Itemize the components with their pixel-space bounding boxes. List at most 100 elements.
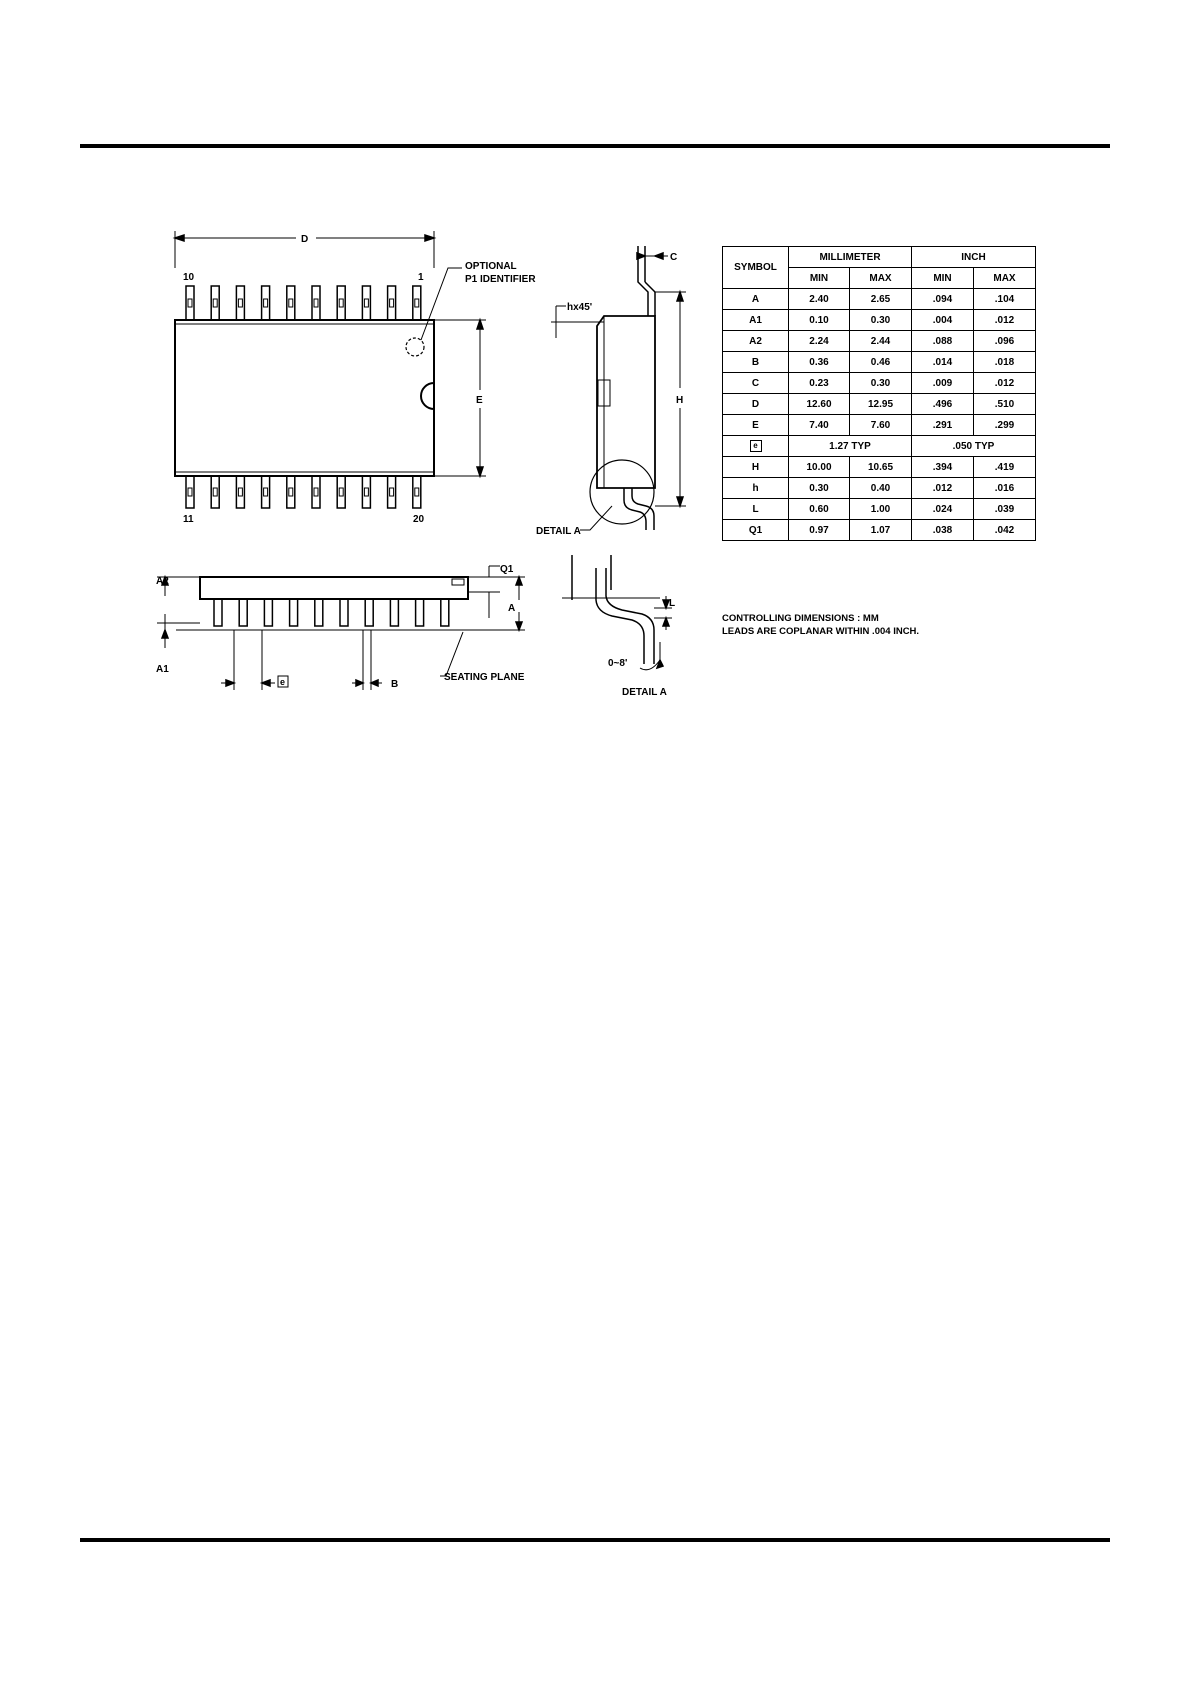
- upper-lead: [336, 285, 346, 321]
- end-view: [551, 246, 686, 531]
- upper-lead-window: [313, 298, 319, 308]
- header-in-max: MAX: [973, 267, 1036, 289]
- front-lead: [314, 598, 324, 627]
- upper-lead: [185, 285, 195, 321]
- detail-a-view: [562, 555, 672, 671]
- upper-lead-window: [212, 298, 218, 308]
- table-cell-sym: E: [722, 414, 789, 436]
- lower-lead-window: [263, 487, 269, 497]
- notes: CONTROLLING DIMENSIONS : MM LEADS ARE CO…: [722, 612, 919, 638]
- table-cell-in-min: .038: [911, 519, 974, 541]
- upper-lead: [235, 285, 246, 321]
- header-millimeter: MILLIMETER: [788, 246, 912, 268]
- label-pin10: 10: [183, 272, 195, 283]
- label-D: D: [301, 234, 308, 245]
- table-cell-inch: .050 TYP: [911, 435, 1036, 457]
- table-cell-mm-max: 0.46: [849, 351, 912, 373]
- note-controlling-dimensions: CONTROLLING DIMENSIONS : MM: [722, 613, 879, 624]
- label-A1: A1: [156, 664, 169, 675]
- table-cell-in-min: .014: [911, 351, 974, 373]
- table-cell-in-min: .394: [911, 456, 974, 478]
- table-cell-mm-max: 2.44: [849, 330, 912, 352]
- lower-lead: [235, 475, 246, 509]
- lower-lead: [386, 475, 397, 509]
- label-detail-a: DETAIL A: [536, 526, 581, 537]
- table-cell-in-max: .012: [973, 372, 1036, 394]
- e-symbol-box: e: [749, 440, 762, 452]
- upper-lead-window: [237, 298, 243, 308]
- label-B: B: [391, 679, 398, 690]
- lower-lead-window: [237, 487, 243, 497]
- table-cell-mm-min: 2.24: [788, 330, 850, 352]
- table-cell-mm-max: 10.65: [849, 456, 912, 478]
- label-detail-a-bottom: DETAIL A: [622, 687, 667, 698]
- upper-lead: [210, 285, 220, 321]
- table-cell-in-max: .419: [973, 456, 1036, 478]
- lower-lead-window: [313, 487, 319, 497]
- label-optional: OPTIONAL: [465, 261, 517, 272]
- table-cell-sym: H: [722, 456, 789, 478]
- table-cell-in-min: .004: [911, 309, 974, 331]
- table-cell-in-max: .012: [973, 309, 1036, 331]
- table-cell-mm-min: 0.23: [788, 372, 850, 394]
- label-angle: 0~8': [608, 658, 627, 669]
- table-cell-sym: D: [722, 393, 789, 415]
- lower-lead-window: [288, 487, 294, 497]
- upper-lead-window: [414, 298, 420, 308]
- front-lead: [238, 598, 248, 627]
- front-lead: [339, 598, 349, 627]
- table-cell-sym: h: [722, 477, 789, 499]
- lower-lead: [311, 475, 321, 509]
- front-lead: [263, 598, 274, 627]
- lower-lead: [260, 475, 271, 509]
- header-in-min: MIN: [911, 267, 974, 289]
- lower-lead: [336, 475, 346, 509]
- table-cell-mm-max: 2.65: [849, 288, 912, 310]
- lower-lead: [361, 475, 372, 509]
- label-E: E: [476, 395, 483, 406]
- table-cell-mm-max: 1.00: [849, 498, 912, 520]
- front-lead: [213, 598, 223, 627]
- top-view: [172, 231, 486, 509]
- header-mm-max: MAX: [849, 267, 912, 289]
- table-cell-mm-min: 0.36: [788, 351, 850, 373]
- table-cell-mm-min: 7.40: [788, 414, 850, 436]
- table-cell-mm-min: 10.00: [788, 456, 850, 478]
- table-cell-in-max: .039: [973, 498, 1036, 520]
- table-cell-in-max: .096: [973, 330, 1036, 352]
- front-lead: [364, 598, 374, 627]
- upper-lead: [412, 285, 422, 321]
- upper-lead: [311, 285, 321, 321]
- label-seating-plane: SEATING PLANE: [444, 672, 525, 683]
- lower-lead-window: [363, 487, 369, 497]
- lower-lead-window: [414, 487, 420, 497]
- upper-lead-window: [363, 298, 369, 308]
- table-cell-in-min: .012: [911, 477, 974, 499]
- lower-lead-window: [212, 487, 218, 497]
- table-cell-mm-max: 7.60: [849, 414, 912, 436]
- front-lead: [288, 598, 299, 627]
- lower-lead-window: [389, 487, 395, 497]
- table-cell-mm-max: 0.40: [849, 477, 912, 499]
- front-lead: [440, 598, 450, 627]
- lower-lead: [185, 475, 195, 509]
- lower-lead-window: [187, 487, 193, 497]
- table-cell-in-max: .299: [973, 414, 1036, 436]
- label-e: e: [280, 677, 285, 687]
- table-cell-mm-min: 12.60: [788, 393, 850, 415]
- label-L: L: [669, 598, 675, 609]
- table-cell-sym: A2: [722, 330, 789, 352]
- table-cell-in-min: .496: [911, 393, 974, 415]
